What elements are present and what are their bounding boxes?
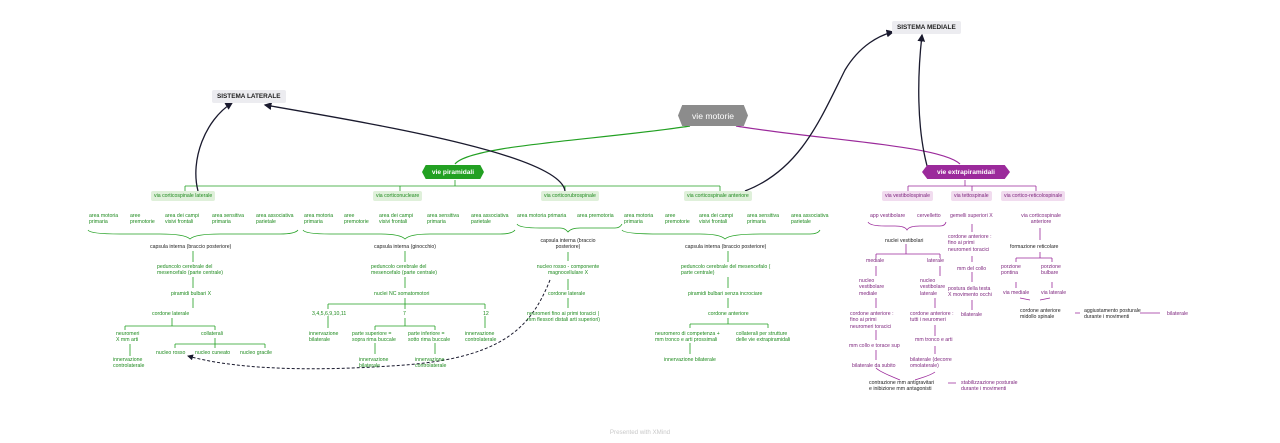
cn-nuclei: nuclei NC somatomotori [374, 291, 430, 297]
cl-peduncolo: peduncolo cerebrale del mesencefalo (par… [157, 264, 224, 277]
sistema-laterale-label[interactable]: SISTEMA LATERALE [212, 90, 286, 103]
ca-collaterali: collaterali per strutture delle vie extr… [736, 331, 791, 344]
cl-piramidi: piramidi bulbari X [171, 291, 212, 297]
ca-area-4: area sensitiva primaria [747, 213, 780, 226]
cl-cordone: cordone laterale [152, 311, 190, 317]
cr-area-1: area motoria primaria [517, 213, 567, 219]
crs-bilaterale: bilaterale [1167, 311, 1189, 317]
subtopic-vestibolospinale[interactable]: via vestibolospinale [882, 191, 933, 201]
main-topic-piramidali[interactable]: vie piramidali [422, 165, 484, 179]
cr-area-2: area premotoria [577, 213, 614, 219]
cl-collaterali: collaterali [201, 331, 223, 337]
crs-via: via corticospinale anteriore [1021, 213, 1061, 226]
cn-area-4: area sensitiva primaria [427, 213, 460, 226]
ca-capsula: capsula interna (braccio posteriore) [685, 244, 767, 250]
footer-watermark: Presented with XMind [609, 429, 671, 436]
ca-area-3: area dei campi visivi frontali [699, 213, 734, 226]
ca-neuromero: neuromero di competenza + mm tronco e ar… [655, 331, 720, 344]
ts-postura: postura della testa X movimento occhi [948, 286, 992, 299]
crs-via-laterale: via laterale [1041, 290, 1067, 296]
cl-innervazione: innervazione controlaterale [113, 357, 145, 370]
cl-area-1: area motoria primaria [89, 213, 119, 226]
cl-nucleo-rosso: nucleo rosso [156, 350, 186, 356]
ca-innervazione: innervazione bilaterale [664, 357, 716, 363]
cn-area-1: area motoria primaria [304, 213, 334, 226]
cl-area-5: area associativa parietale [256, 213, 294, 226]
cn-n2b-innervazione: innervazione controlaterale [415, 357, 447, 370]
ca-peduncolo: peduncolo cerebrale del mesencefalo ( pa… [681, 264, 771, 277]
ts-mm: mm del collo [957, 266, 987, 272]
vs-bilaterale-laterale: bilaterale (decorre omolaterale) [910, 357, 952, 370]
ca-area-1: area motoria primaria [624, 213, 654, 226]
main-topic-extrapiramidali[interactable]: vie extrapiramidali [922, 165, 1010, 179]
cl-nucleo-cuneato: nucleo cuneato [195, 350, 231, 356]
subtopic-corticorubrospinale[interactable]: via corticorubrospinale [541, 191, 599, 201]
crs-via-mediale: via mediale [1003, 290, 1030, 296]
cr-cordone: cordone laterale [548, 291, 586, 297]
cn-n3-innervazione: innervazione controlaterale [465, 331, 497, 344]
cn-n2a-innervazione: innervazione bilaterale [359, 357, 389, 370]
cr-capsula: capsula interna (braccio posteriore) [540, 238, 596, 251]
vs-contrazione: contrazione mm antigravitari e inibizion… [869, 380, 935, 393]
vs-nucleo-mediale: nucleo vestibolare mediale [859, 278, 885, 297]
subtopic-corticonucleare[interactable]: via corticonucleare [373, 191, 423, 201]
cn-n1: 3,4,5,6,9,10,11 [312, 311, 347, 317]
vs-nuclei: nuclei vestibolari [885, 238, 924, 244]
cl-area-4: area sensitiva primaria [212, 213, 245, 226]
ca-area-2: aree premotorie [665, 213, 690, 226]
vs-mm-laterale: mm tronco e arti [915, 337, 953, 343]
vs-app: app vestibolare [870, 213, 906, 219]
cn-peduncolo: peduncolo cerebrale del mesencefalo (par… [371, 264, 438, 277]
cn-n3: 12 [483, 311, 489, 317]
root-topic[interactable]: vie motorie [678, 105, 748, 126]
crs-cordone: cordone anteriore midollo spinale [1020, 308, 1061, 321]
ts-bilaterale: bilaterale [961, 312, 983, 318]
crs-formazione: formazione reticolare [1010, 244, 1059, 250]
crs-aggiustamento: aggiustamento posturale durante i movime… [1084, 308, 1141, 321]
ca-area-5: area associativa parietale [791, 213, 829, 226]
ts-gemelli: gemelli superiori X [950, 213, 993, 219]
cn-area-2: aree premotorie [344, 213, 369, 226]
cl-neuromeri: neuromeri X mm arti [116, 331, 140, 344]
sistema-mediale-label[interactable]: SISTEMA MEDIALE [892, 21, 961, 34]
vs-cervelletto: cervelletto [917, 213, 941, 219]
cl-capsula: capsula interna (braccio posteriore) [150, 244, 232, 250]
subtopic-corticospinale-anteriore[interactable]: via corticospinale anteriore [684, 191, 752, 201]
ts-cordone: cordone anteriore : fino ai primi neurom… [948, 234, 992, 253]
vs-nucleo-laterale: nucleo vestibolare laterale [920, 278, 946, 297]
cl-area-3: area dei campi visivi frontali [165, 213, 200, 226]
vs-mediale: mediale [866, 258, 885, 264]
cn-n2b: parte inferiore = sotto rima buccale [408, 331, 451, 344]
subtopic-tettospinale[interactable]: via tettospinale [951, 191, 992, 201]
ca-piramidi: piramidi bulbari senza incrociare [688, 291, 763, 297]
cn-n2a: parte superiore = sopra rima buccale [352, 331, 396, 344]
cn-area-3: area dei campi visivi frontali [379, 213, 414, 226]
subtopic-corticoreticolospinale[interactable]: via cortico-reticolospinale [1001, 191, 1066, 201]
cn-n2: 7 [403, 311, 406, 317]
cr-neuromeri: neuromeri fino ai primi toracici | mm fl… [527, 311, 600, 324]
vs-cordone-mediale: cordone anteriore : fino ai primi neurom… [850, 311, 894, 330]
vs-stabilizzazione: stabilizzazione posturale durante i movi… [961, 380, 1018, 393]
crs-bulbare: porzione bulbare [1041, 264, 1061, 277]
vs-laterale: laterale [927, 258, 945, 264]
cn-capsula: capsula interna (ginocchio) [374, 244, 436, 250]
cn-n1-innervazione: innervazione bilaterale [309, 331, 339, 344]
cr-nucleo: nucleo rosso - componente magnocellulare… [536, 264, 600, 277]
cl-nucleo-gracile: nucleo gracile [240, 350, 273, 356]
cl-area-2: aree premotorie [130, 213, 155, 226]
crs-pontina: porzione pontina [1001, 264, 1021, 277]
vs-cordone-laterale: cordone anteriore : tutti i neuromeri [910, 311, 954, 324]
vs-bilaterale-mediale: bilaterale da subito [852, 363, 896, 369]
vs-mm-mediale: mm collo e torace sup [849, 343, 900, 349]
subtopic-corticospinale-laterale[interactable]: via corticospinale laterale [151, 191, 216, 201]
cn-area-5: area associativa parietale [471, 213, 509, 226]
ca-cordone: cordone anteriore [708, 311, 749, 317]
